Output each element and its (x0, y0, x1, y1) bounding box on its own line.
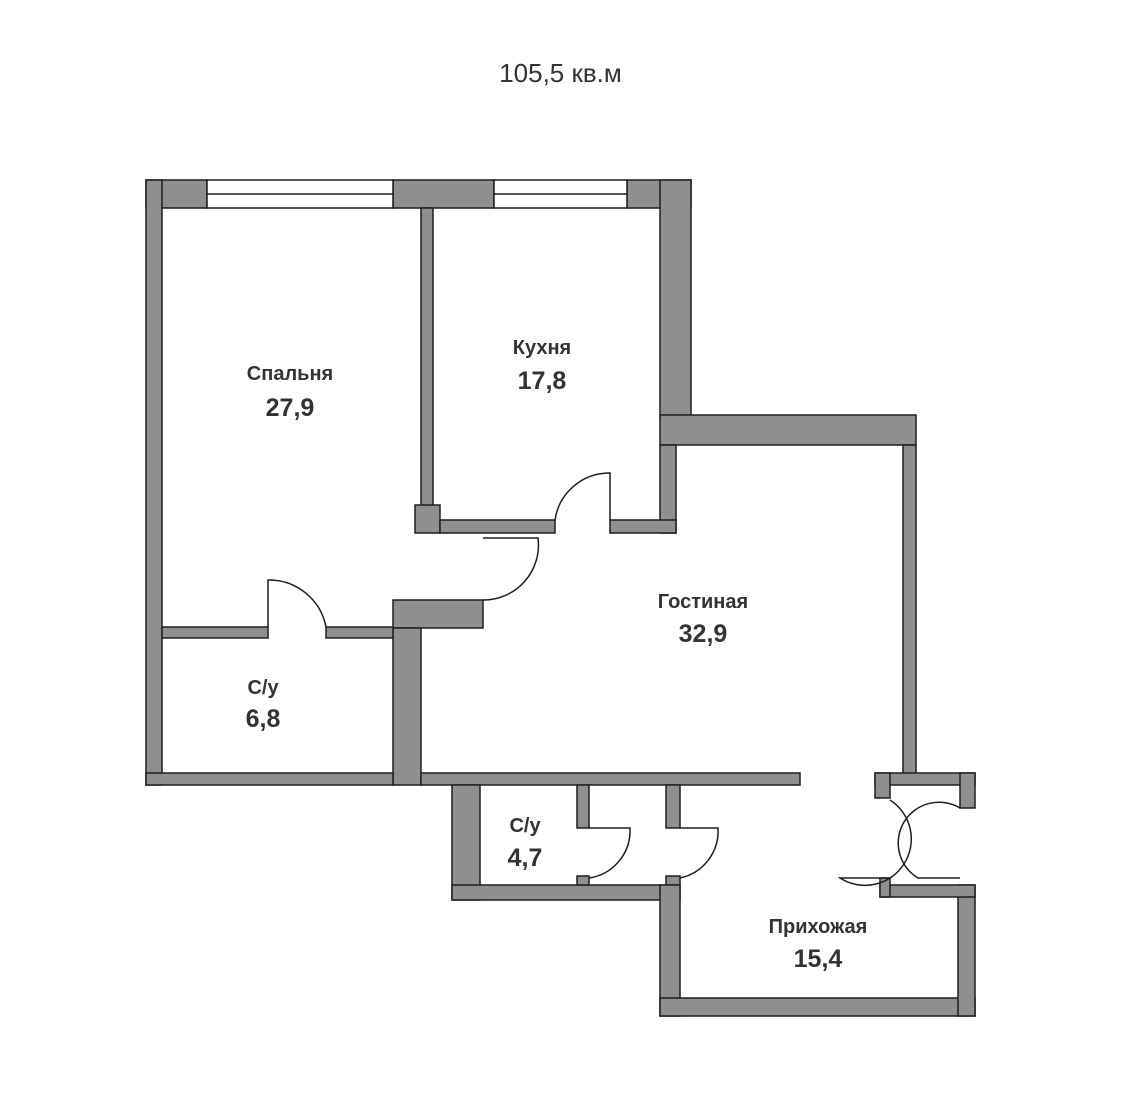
room-name: Кухня (513, 337, 571, 359)
room-name: Гостиная (658, 591, 748, 613)
room-area: 6,8 (246, 705, 281, 733)
walls (145, 179, 976, 1017)
room-area: 15,4 (794, 945, 843, 973)
total-area-title: 105,5 кв.м (499, 58, 622, 88)
room-area: 27,9 (266, 394, 315, 422)
room-hallway: Прихожая 15,4 (769, 916, 868, 973)
room-name: Прихожая (769, 916, 868, 938)
room-area: 32,9 (679, 620, 728, 648)
room-kitchen: Кухня 17,8 (513, 337, 571, 395)
room-area: 17,8 (518, 367, 567, 395)
room-bathroom-2: С/у 4,7 (508, 815, 543, 872)
room-living: Гостиная 32,9 (658, 591, 748, 648)
room-area: 4,7 (508, 844, 543, 872)
room-name: Спальня (247, 363, 333, 385)
room-bedroom: Спальня 27,9 (247, 363, 333, 422)
windows (206, 179, 628, 209)
room-name: С/у (509, 815, 541, 837)
doors (267, 472, 961, 887)
room-bathroom-1: С/у 6,8 (246, 677, 281, 733)
room-name: С/у (247, 677, 279, 699)
